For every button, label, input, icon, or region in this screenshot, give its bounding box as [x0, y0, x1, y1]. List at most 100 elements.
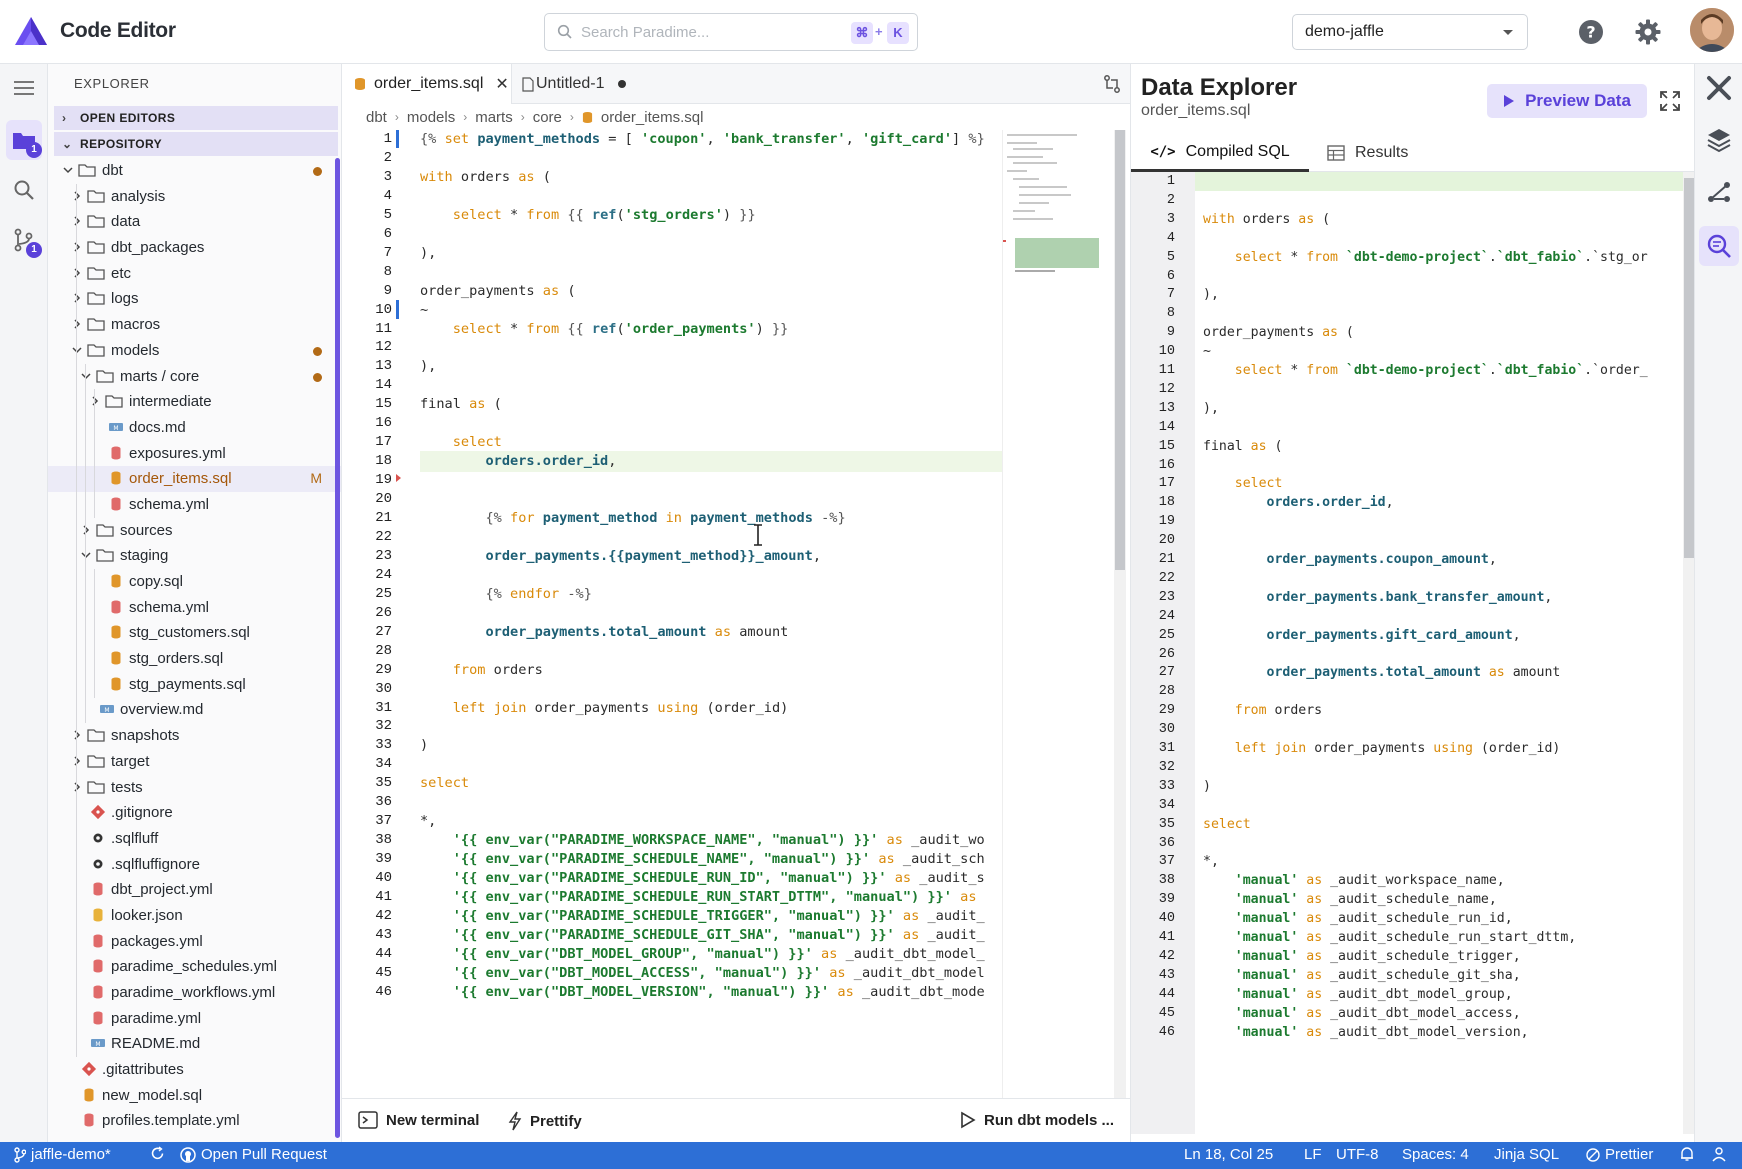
code-line[interactable]: 'manual' as _audit_schedule_run_start_dt…	[1234, 930, 1577, 945]
preview-data-button[interactable]: Preview Data	[1487, 84, 1647, 118]
compiled-scrollbar-thumb[interactable]	[1684, 178, 1694, 558]
code-line[interactable]: *,	[420, 813, 437, 830]
notifications-button[interactable]	[1680, 1146, 1694, 1162]
code-line[interactable]: ),	[420, 358, 437, 375]
tab-order-items[interactable]: order_items.sql ✕	[342, 64, 512, 104]
code-line[interactable]: select	[420, 775, 470, 792]
code-line[interactable]: from orders	[452, 661, 543, 678]
code-line[interactable]: '{{ env_var("PARADIME_SCHEDULE_NAME", "m…	[452, 851, 985, 868]
breadcrumb-item[interactable]: dbt	[366, 108, 387, 126]
tree-file[interactable]: exposures.yml	[48, 441, 341, 467]
code-line[interactable]: left join order_payments using (order_id…	[1234, 741, 1561, 756]
editor-scrollbar-thumb[interactable]	[1115, 130, 1125, 570]
chevron-right-icon[interactable]	[71, 189, 83, 203]
layers-button[interactable]	[1699, 120, 1739, 160]
tree-file[interactable]: paradime_schedules.yml	[48, 954, 341, 980]
code-line[interactable]: ),	[420, 244, 437, 261]
tab-results[interactable]: Results	[1327, 134, 1408, 172]
code-line[interactable]: orders.order_id,	[1266, 495, 1394, 511]
minimap[interactable]	[1002, 130, 1102, 1098]
code-line[interactable]: ),	[1203, 400, 1219, 416]
code-line[interactable]: order_payments as (	[1203, 325, 1354, 341]
menu-button[interactable]	[6, 68, 42, 108]
tree-folder[interactable]: marts / core	[48, 364, 341, 390]
chevron-right-icon[interactable]	[71, 214, 83, 228]
code-line[interactable]: '{{ env_var("DBT_MODEL_GROUP", "manual")…	[452, 945, 985, 962]
code-line[interactable]: with orders as (	[1203, 211, 1331, 227]
sync-button[interactable]	[150, 1146, 165, 1161]
code-line[interactable]: ~	[420, 301, 429, 318]
search-box[interactable]: ⌘ + K	[544, 13, 918, 51]
code-line[interactable]: 'manual' as _audit_schedule_trigger,	[1234, 948, 1521, 964]
search-input[interactable]	[581, 20, 821, 44]
tree-folder[interactable]: logs	[48, 286, 341, 312]
editor-scrollbar[interactable]	[1114, 130, 1126, 1098]
breadcrumb-item[interactable]: order_items.sql	[600, 108, 704, 126]
code-line[interactable]: '{{ env_var("PARADIME_SCHEDULE_RUN_ID", …	[452, 870, 985, 887]
tree-file[interactable]: stg_customers.sql	[48, 620, 341, 646]
tree-folder[interactable]: data	[48, 209, 341, 235]
compiled-scrollbar[interactable]	[1683, 172, 1695, 1134]
code-line[interactable]: {% endfor -%}	[485, 585, 592, 602]
tree-file[interactable]: stg_payments.sql	[48, 672, 341, 698]
code-line[interactable]: 'manual' as _audit_workspace_name,	[1234, 873, 1505, 889]
tree-file[interactable]: schema.yml	[48, 595, 341, 621]
language-indicator[interactable]: Jinja SQL	[1494, 1146, 1559, 1163]
close-icon[interactable]: ✕	[495, 76, 509, 93]
tree-file[interactable]: copy.sql	[48, 569, 341, 595]
tree-folder[interactable]: intermediate	[48, 389, 341, 415]
tree-file[interactable]: new_model.sql	[48, 1083, 341, 1109]
chevron-down-icon[interactable]	[80, 369, 92, 383]
code-line[interactable]: '{{ env_var("DBT_MODEL_VERSION", "manual…	[452, 983, 985, 1000]
code-line[interactable]: '{{ env_var("PARADIME_SCHEDULE_GIT_SHA",…	[452, 926, 985, 943]
code-line[interactable]: '{{ env_var("PARADIME_WORKSPACE_NAME", "…	[452, 832, 985, 849]
code-line[interactable]: 'manual' as _audit_dbt_model_group,	[1234, 986, 1513, 1002]
code-line[interactable]: orders.order_id,	[485, 453, 617, 470]
project-select[interactable]: demo-jaffle	[1292, 14, 1528, 50]
chevron-down-icon[interactable]	[62, 163, 74, 177]
tree-file[interactable]: stg_orders.sql	[48, 646, 341, 672]
tree-folder[interactable]: tests	[48, 775, 341, 801]
code-line[interactable]: order_payments.coupon_amount,	[1266, 552, 1497, 567]
code-line[interactable]: left join order_payments using (order_id…	[452, 699, 789, 716]
formatter-indicator[interactable]: Prettier	[1586, 1146, 1653, 1163]
compare-changes-icon[interactable]	[1102, 74, 1122, 94]
code-line[interactable]: 'manual' as _audit_dbt_model_version,	[1234, 1024, 1529, 1040]
tab-compiled-sql[interactable]: </> Compiled SQL	[1131, 134, 1309, 172]
gear-icon[interactable]	[1634, 18, 1662, 46]
code-line[interactable]: )	[1203, 778, 1211, 794]
code-line[interactable]: select	[1234, 476, 1283, 492]
tree-folder[interactable]: analysis	[48, 184, 341, 210]
chevron-right-icon[interactable]	[80, 523, 92, 537]
run-dbt-models-button[interactable]: Run dbt models ...	[960, 1111, 1114, 1129]
repository-section[interactable]: ⌄ REPOSITORY	[54, 132, 338, 156]
code-line[interactable]: *,	[1203, 854, 1219, 870]
chevron-right-icon[interactable]	[71, 266, 83, 280]
tree-folder[interactable]: dbt_packages	[48, 235, 341, 261]
dbt-button[interactable]	[1699, 68, 1739, 108]
breadcrumb-item[interactable]: core	[532, 108, 562, 126]
eol-indicator[interactable]: LF	[1304, 1146, 1322, 1163]
breadcrumb-item[interactable]: marts	[475, 108, 513, 126]
accounts-button[interactable]	[1712, 1146, 1726, 1162]
chevron-right-icon[interactable]	[71, 291, 83, 305]
help-icon[interactable]: ?	[1578, 19, 1604, 45]
code-line[interactable]: ),	[1203, 287, 1219, 303]
chevron-right-icon[interactable]	[71, 317, 83, 331]
open-pull-request-button[interactable]: Open Pull Request	[180, 1146, 327, 1163]
tree-file[interactable]: .sqlfluffignore	[48, 852, 341, 878]
expand-icon[interactable]	[1659, 90, 1681, 112]
tree-folder[interactable]: dbt	[48, 158, 341, 184]
data-explorer-button[interactable]	[1699, 226, 1739, 266]
tree-file[interactable]: dbt_project.yml	[48, 877, 341, 903]
code-line[interactable]: ~	[1203, 344, 1211, 360]
tree-folder[interactable]: snapshots	[48, 723, 341, 749]
code-line[interactable]: 'manual' as _audit_schedule_git_sha,	[1234, 967, 1521, 983]
tree-file[interactable]: .gitattributes	[48, 1057, 341, 1083]
tree-folder[interactable]: staging	[48, 543, 341, 569]
